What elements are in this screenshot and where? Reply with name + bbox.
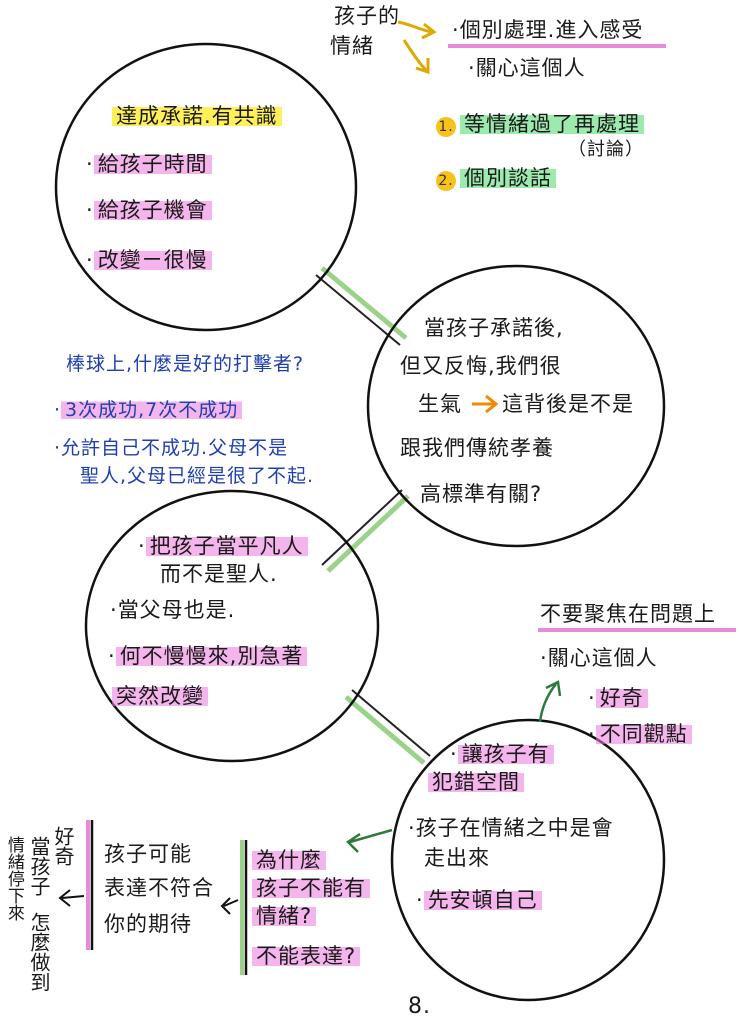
why-line-3-text: 情緒?: [252, 904, 317, 928]
arrow-to-why: [346, 828, 393, 853]
top-item-2-text: 關心這個人: [475, 56, 586, 80]
circle-ordinary: [84, 489, 380, 763]
vertical-col-1: 當孩子: [27, 836, 51, 896]
expect-line-1: 孩子可能: [104, 842, 192, 866]
circle-promise: [366, 264, 666, 548]
arrow-to-focus: [538, 680, 562, 723]
step-1: 1.等情緒過了再處理: [436, 112, 644, 137]
c2-line-4: 這背後是不是: [502, 392, 634, 416]
focus-item-1-text: 關心這個人: [547, 646, 658, 670]
vertical-col-3: 好奇: [51, 826, 75, 866]
arrow-inline: [472, 394, 499, 414]
page-number: 8.: [408, 994, 431, 1019]
focus-item-2-text: 好奇: [595, 686, 648, 710]
arrow-to-expect: [220, 897, 239, 915]
arrow-to-vertical: [58, 889, 85, 907]
why-line-1: 為什麼: [252, 848, 326, 872]
step-1-number: 1.: [436, 117, 456, 137]
c4-line-4: 走出來: [424, 846, 490, 870]
c1-item-1-text: 給孩子時間: [93, 152, 212, 176]
why-line-2-text: 孩子不能有: [252, 876, 370, 900]
c1-item-2-text: 給孩子機會: [93, 198, 212, 222]
step-2-text: 個別談話: [460, 166, 556, 190]
arrow-to-item2: [402, 39, 428, 72]
why-line-4: 不能表達?: [252, 944, 361, 968]
focus-item-3-text: 不同觀點: [595, 722, 692, 746]
c4-line-2: 犯錯空間: [428, 770, 524, 794]
arrow-head-item2: [415, 58, 430, 75]
c3-line-1-text: 把孩子當平凡人: [145, 534, 308, 558]
why-line-4-text: 不能表達?: [252, 944, 361, 968]
c2-line-2: 但又反悔,我們很: [400, 354, 562, 378]
focus-item-2: ·好奇: [588, 686, 648, 710]
circle-agreement: [54, 42, 358, 332]
c4-line-3: ·孩子在情緒之中是會: [408, 816, 614, 840]
step-2: 2.個別談話: [436, 166, 556, 191]
expect-line-2: 表達不符合: [104, 876, 214, 900]
c4-line-3-text: 孩子在情緒之中是會: [415, 816, 614, 840]
focus-item-3: ·不同觀點: [588, 722, 692, 746]
focus-item-1: ·關心這個人: [540, 646, 658, 670]
c3-line-4: ·何不慢慢來,別急著: [108, 644, 308, 668]
baseball-line-1-text: 3次成功,7次不成功: [61, 399, 243, 421]
arrow-head-item1: [421, 22, 437, 40]
c1-item-1: ·給孩子時間: [86, 152, 212, 176]
baseball-line-2b: 聖人,父母已經是很了不起.: [80, 465, 315, 487]
c4-line-5: ·先安頓自己: [416, 888, 542, 912]
c3-line-1: ·把孩子當平凡人: [138, 534, 308, 558]
c3-line-4-text: 何不慢慢來,別急著: [115, 644, 308, 668]
top-item-1: ·個別處理.進入感受: [452, 18, 644, 42]
c3-line-3-text: 當父母也是.: [117, 598, 236, 622]
baseball-line-1: ·3次成功,7次不成功: [54, 399, 243, 422]
step-1-note: （討論）: [568, 139, 644, 160]
focus-title: 不要聚焦在問題上: [540, 602, 716, 626]
emotion-label-line1: 孩子的: [334, 4, 400, 28]
top-item-2: ·關心這個人: [468, 56, 586, 80]
circle-space: [390, 718, 666, 1002]
connector-c2-c3: [321, 489, 410, 573]
connector-c1-c2: [315, 266, 408, 346]
c1-item-2: ·給孩子機會: [86, 198, 212, 222]
arrow-to-item1: [397, 20, 433, 34]
c1-title: 達成承諾.有共識: [112, 104, 282, 128]
c1-item-3: ·改變ㄧ很慢: [86, 248, 212, 272]
top-item-1-text: 個別處理.進入感受: [459, 18, 644, 42]
why-line-2: 孩子不能有: [252, 876, 370, 900]
c4-line-5-text: 先安頓自己: [423, 888, 542, 912]
c3-line-2: 而不是聖人.: [160, 562, 278, 586]
expect-line-3: 你的期待: [104, 912, 192, 936]
baseball-title: 棒球上,什麼是好的打擊者?: [66, 353, 305, 375]
c3-line-5-text: 突然改變: [112, 684, 208, 708]
baseball-line-2a: ·允許自己不成功.父母不是: [54, 437, 289, 459]
c1-item-3-text: 改變ㄧ很慢: [93, 248, 212, 272]
why-line-3: 情緒?: [252, 904, 317, 928]
c1-title-text: 達成承諾.有共識: [112, 104, 282, 128]
step-2-number: 2.: [436, 171, 456, 191]
vertical-col-4: 怎麼做到: [27, 912, 51, 992]
c4-line-2-text: 犯錯空間: [428, 770, 524, 794]
c3-line-3: ·當父母也是.: [110, 598, 236, 622]
emotion-label-line2: 情緒: [330, 34, 374, 58]
baseball-line-2a-text: 允許自己不成功.父母不是: [61, 437, 289, 459]
why-line-1-text: 為什麼: [252, 848, 326, 872]
c2-line-6: 高標準有關?: [420, 482, 543, 506]
c4-line-1-text: 讓孩子有: [457, 742, 554, 766]
c2-line-5: 跟我們傳統孝養: [400, 436, 554, 460]
c2-line-3: 生氣: [418, 392, 462, 416]
vertical-col-2: 情緒停下來: [3, 836, 24, 921]
step-1-text: 等情緒過了再處理: [460, 112, 644, 136]
c3-line-5: 突然改變: [112, 684, 208, 708]
c4-line-1: ·讓孩子有: [450, 742, 554, 766]
c2-line-1: 當孩子承諾後,: [424, 316, 564, 340]
connector-c3-c4: [344, 689, 431, 765]
